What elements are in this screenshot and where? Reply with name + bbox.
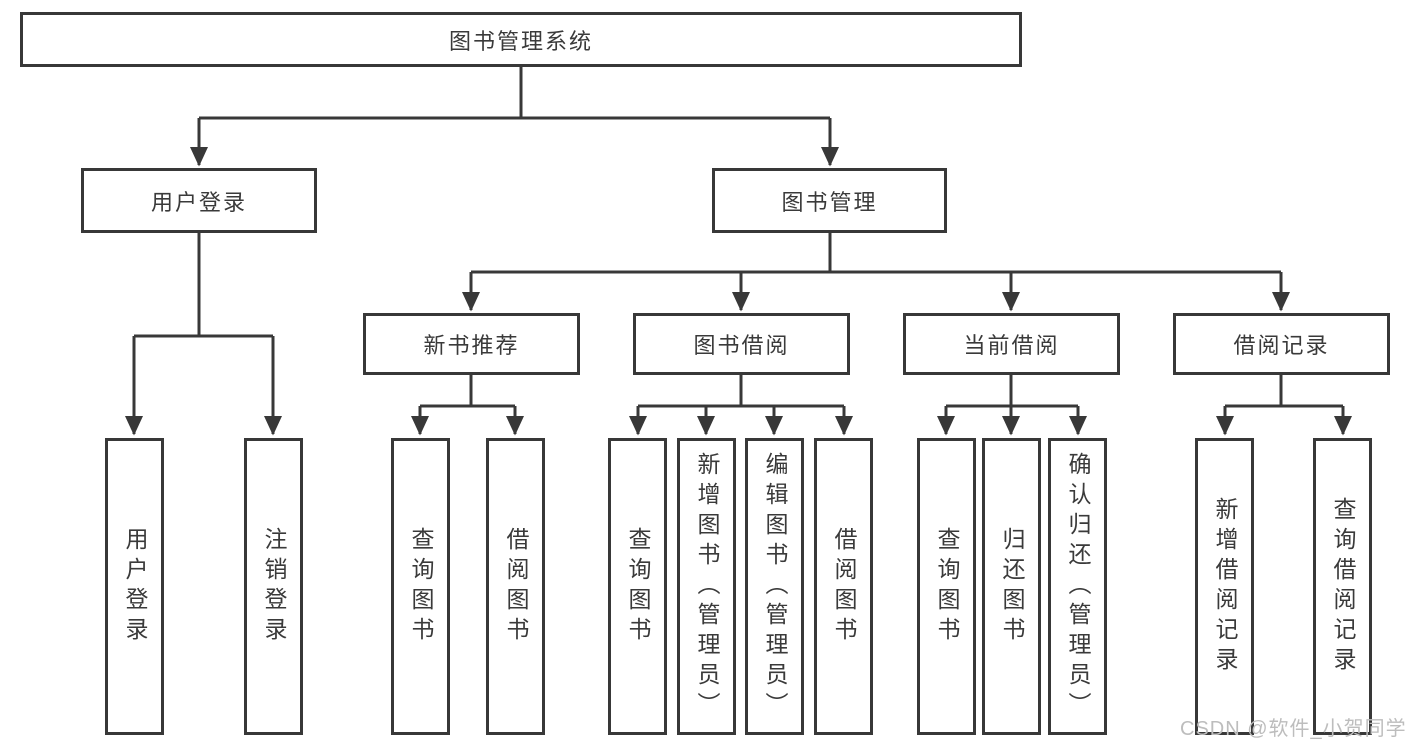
node-library-management-system: 图书管理系统 — [20, 12, 1022, 67]
node-leaf-user-login: 用户登录 — [105, 438, 164, 735]
node-leaf-return-books: 归还图书 — [982, 438, 1041, 735]
node-leaf-logout-login: 注销登录 — [244, 438, 303, 735]
node-current-borrowing: 当前借阅 — [903, 313, 1120, 375]
node-leaf-search-books-recommend: 查询图书 — [391, 438, 450, 735]
node-leaf-add-borrow-record: 新增借阅记录 — [1195, 438, 1254, 735]
node-new-book-recommendation: 新书推荐 — [363, 313, 580, 375]
node-leaf-borrow-books: 借阅图书 — [814, 438, 873, 735]
node-leaf-add-books-admin: 新增图书（管理员） — [677, 438, 736, 735]
node-user-login: 用户登录 — [81, 168, 317, 233]
node-leaf-search-borrow-record: 查询借阅记录 — [1313, 438, 1372, 735]
node-leaf-search-books-borrow: 查询图书 — [608, 438, 667, 735]
node-leaf-edit-books-admin: 编辑图书（管理员） — [745, 438, 804, 735]
node-leaf-borrow-books-recommend: 借阅图书 — [486, 438, 545, 735]
node-book-management: 图书管理 — [712, 168, 947, 233]
node-book-borrowing: 图书借阅 — [633, 313, 850, 375]
node-leaf-confirm-return-admin: 确认归还（管理员） — [1048, 438, 1107, 735]
csdn-watermark: CSDN @软件_小贺同学 — [1180, 718, 1405, 740]
node-borrowing-records: 借阅记录 — [1173, 313, 1390, 375]
node-leaf-search-books-current: 查询图书 — [917, 438, 976, 735]
